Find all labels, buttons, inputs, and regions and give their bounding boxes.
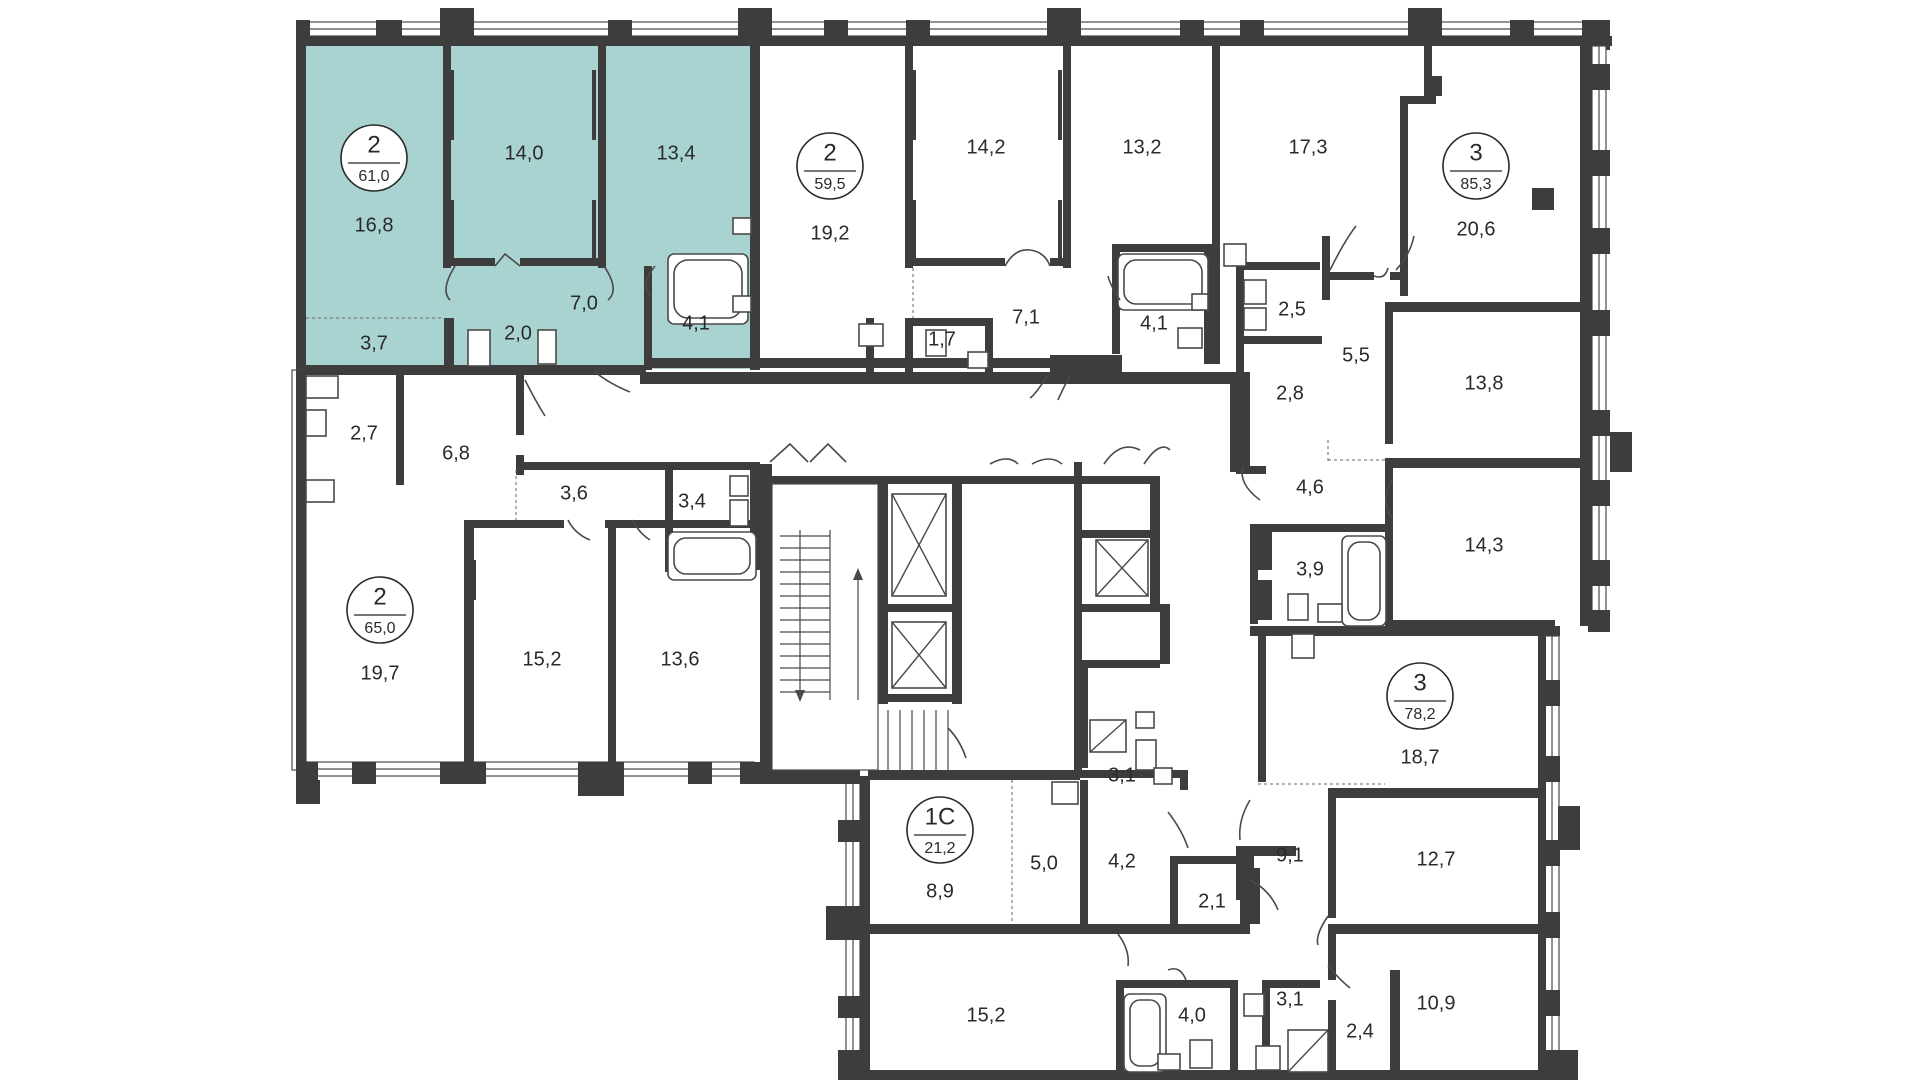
room-area: 16,8 <box>355 214 394 236</box>
interior-walls <box>306 44 1585 1076</box>
room-area: 3,1 <box>1108 764 1136 786</box>
room-area: 3,1 <box>1276 988 1304 1010</box>
apartment-total-area: 85,3 <box>1460 176 1491 193</box>
apartment-total-area: 59,5 <box>814 176 845 193</box>
apartment-total-area: 78,2 <box>1404 706 1435 723</box>
apartment-badge-1c-21[interactable]: 1С 21,2 <box>906 796 974 864</box>
room-area: 4,2 <box>1108 850 1136 872</box>
room-area: 14,2 <box>967 136 1006 158</box>
room-area: 5,0 <box>1030 852 1058 874</box>
apartment-rooms: 2 <box>373 583 386 610</box>
bathroom-fixtures <box>305 217 1387 1073</box>
room-area: 8,9 <box>926 880 954 902</box>
room-area: 14,3 <box>1465 534 1504 556</box>
room-area: 17,3 <box>1289 136 1328 158</box>
apartment-rooms: 3 <box>1413 669 1426 696</box>
dashed-partitions <box>306 268 1385 924</box>
room-area: 2,1 <box>1198 890 1226 912</box>
room-area: 7,0 <box>570 292 598 314</box>
room-area: 13,2 <box>1123 136 1162 158</box>
room-area: 19,2 <box>811 222 850 244</box>
room-area-labels: 16,8 14,0 13,4 7,0 3,7 2,0 4,1 19,2 14,2… <box>350 136 1503 1042</box>
room-area: 3,4 <box>678 490 706 512</box>
room-area: 1,7 <box>928 328 956 350</box>
elevators <box>891 493 1149 689</box>
room-area: 2,5 <box>1278 298 1306 320</box>
doors <box>445 225 1415 989</box>
room-area: 5,5 <box>1342 344 1370 366</box>
apartment-badge-2-65[interactable]: 2 65,0 <box>346 576 414 644</box>
room-area: 9,1 <box>1276 844 1304 866</box>
outer-walls <box>291 8 1632 1080</box>
room-area: 13,8 <box>1465 372 1504 394</box>
stairwell <box>771 483 949 771</box>
room-area: 19,7 <box>361 662 400 684</box>
room-area: 4,1 <box>1140 312 1168 334</box>
apartment-badge-2-61[interactable]: 2 61,0 <box>340 124 408 192</box>
apartment-rooms: 3 <box>1469 139 1482 166</box>
room-area: 20,6 <box>1457 218 1496 240</box>
apartment-badge-3-78[interactable]: 3 78,2 <box>1386 662 1454 730</box>
room-area: 10,9 <box>1417 992 1456 1014</box>
room-area: 4,6 <box>1296 476 1324 498</box>
room-area: 15,2 <box>523 648 562 670</box>
room-area: 4,1 <box>682 312 710 334</box>
room-area: 15,2 <box>967 1004 1006 1026</box>
apartment-badge-2-59[interactable]: 2 59,5 <box>796 132 864 200</box>
apartment-rooms: 1С <box>925 803 956 830</box>
apartment-rooms: 2 <box>367 131 380 158</box>
room-area: 3,9 <box>1296 558 1324 580</box>
apartment-total-area: 61,0 <box>358 168 389 185</box>
room-area: 13,4 <box>657 142 696 164</box>
room-area: 2,8 <box>1276 382 1304 404</box>
apartment-rooms: 2 <box>823 139 836 166</box>
room-area: 13,6 <box>661 648 700 670</box>
apartment-badge-3-85[interactable]: 3 85,3 <box>1442 132 1510 200</box>
room-area: 18,7 <box>1401 746 1440 768</box>
room-area: 7,1 <box>1012 306 1040 328</box>
room-area: 3,6 <box>560 482 588 504</box>
room-area: 14,0 <box>505 142 544 164</box>
room-area: 3,7 <box>360 332 388 354</box>
apartment-total-area: 65,0 <box>364 620 395 637</box>
room-area: 6,8 <box>442 442 470 464</box>
room-area: 2,7 <box>350 422 378 444</box>
apartment-total-area: 21,2 <box>924 840 955 857</box>
room-area: 4,0 <box>1178 1004 1206 1026</box>
room-area: 2,0 <box>504 322 532 344</box>
room-area: 12,7 <box>1417 848 1456 870</box>
room-area: 2,4 <box>1346 1020 1374 1042</box>
